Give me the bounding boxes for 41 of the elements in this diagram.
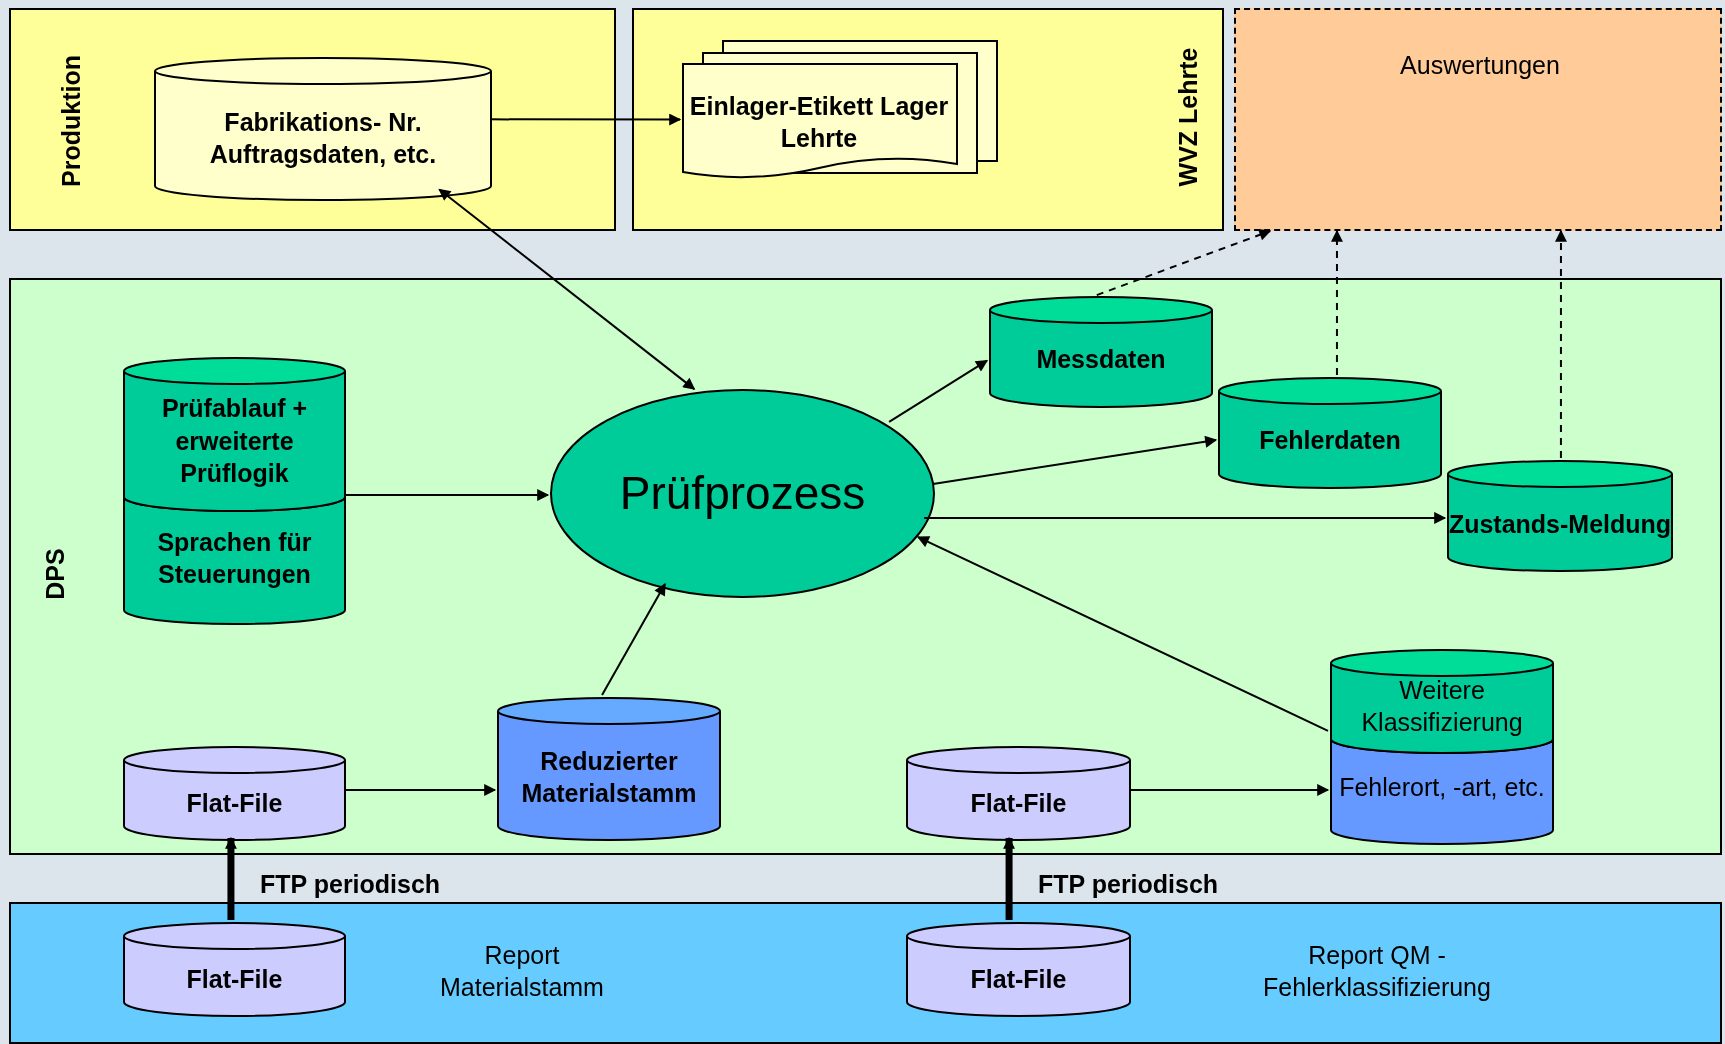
system-band xyxy=(9,8,616,231)
arrow xyxy=(489,113,682,126)
system-band xyxy=(9,902,1722,1044)
arrow xyxy=(923,511,1447,524)
node-label: Messdaten xyxy=(1036,343,1166,375)
arrow xyxy=(601,583,667,696)
arrow xyxy=(343,489,550,502)
node-label: Fehlerdaten xyxy=(1259,424,1401,456)
arrow xyxy=(1330,229,1343,376)
arrow xyxy=(438,188,696,391)
node-label: Einlager-Etikett Lager Lehrte xyxy=(688,90,950,154)
arrow xyxy=(916,536,1329,732)
node-label: Flat-File xyxy=(186,963,283,995)
node-label: Report Materialstamm xyxy=(439,939,605,1003)
node-label: Fabrikations- Nr. Auftragsdaten, etc. xyxy=(208,106,438,170)
arrow xyxy=(932,435,1218,485)
node-label: Reduzierter Materialstamm xyxy=(520,745,698,809)
node-label: Flat-File xyxy=(970,787,1067,819)
system-band xyxy=(632,8,1224,231)
band-label: DPS xyxy=(39,548,70,600)
band-label: WVZ Lehrte xyxy=(1172,47,1203,187)
node-label: Prüfprozess xyxy=(619,466,866,522)
node-label: Sprachen für Steuerungen xyxy=(156,526,313,590)
arrow xyxy=(888,359,988,423)
arrow xyxy=(224,836,237,920)
node-label: Auswertungen xyxy=(1400,49,1560,81)
report-area xyxy=(1234,8,1722,231)
arrow xyxy=(1095,229,1272,297)
node-label: Flat-File xyxy=(970,963,1067,995)
arrow xyxy=(1554,229,1567,459)
node-label: Fehlerort, -art, etc. xyxy=(1339,771,1545,803)
system-band xyxy=(9,278,1722,855)
band-label: Produktion xyxy=(55,55,86,187)
node-label: Prüfablauf + erweiterte Prüflogik xyxy=(160,393,309,490)
arrow xyxy=(1128,783,1330,796)
node-label: Flat-File xyxy=(186,787,283,819)
node-label: Weitere Klassifizierung xyxy=(1360,674,1524,738)
node-label: Report QM - Fehlerklassifizierung xyxy=(1262,939,1492,1003)
arrow xyxy=(1003,836,1016,920)
arrow xyxy=(343,783,497,796)
node-label: Zustands-Meldung xyxy=(1448,508,1672,540)
